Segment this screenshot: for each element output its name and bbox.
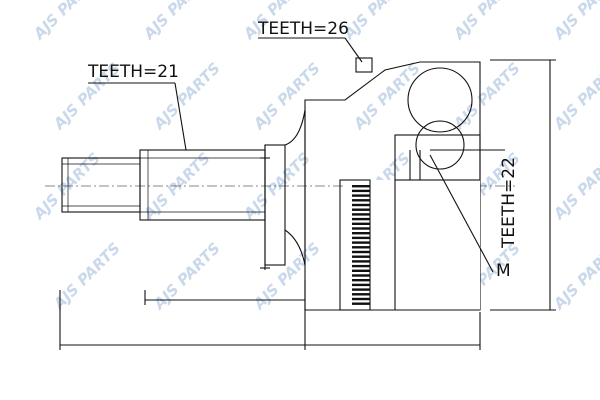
label-teeth-shaft: TEETH=21 [87, 62, 187, 151]
watermark-layer: AJS PARTS AJS PARTS AJS PARTS AJS PARTS AJS … [29, 0, 600, 314]
watermark-ajs-parts: AJS PARTS [449, 0, 524, 44]
abs-tooth [352, 283, 370, 287]
abs-tooth [352, 264, 370, 268]
abs-tooth [352, 288, 370, 291]
svg-text:M: M [496, 261, 511, 281]
abs-tooth [352, 241, 370, 244]
abs-ring [352, 185, 370, 305]
housing-notch [355, 57, 373, 73]
abs-tooth [352, 232, 370, 235]
watermark-ajs-parts: AJS PARTS [549, 149, 600, 224]
label-m: M [429, 154, 511, 281]
abs-tooth [352, 250, 370, 254]
svg-text:TEETH=21: TEETH=21 [87, 62, 179, 82]
abs-tooth [352, 302, 370, 305]
watermark-ajs-parts: AJS PARTS [349, 59, 424, 134]
watermark-ajs-parts: AJS PARTS [549, 0, 600, 44]
abs-tooth [352, 222, 370, 225]
abs-tooth [352, 189, 370, 193]
abs-tooth [352, 208, 370, 211]
abs-tooth [352, 255, 370, 258]
abs-tooth [352, 227, 370, 230]
abs-tooth [352, 236, 370, 240]
abs-tooth [352, 185, 370, 188]
inner-race [394, 67, 481, 310]
abs-tooth [352, 194, 370, 197]
svg-text:TEETH=22: TEETH=22 [499, 157, 519, 249]
abs-tooth [352, 274, 370, 277]
watermark-ajs-parts: AJS PARTS [449, 59, 524, 134]
abs-tooth [352, 293, 370, 296]
abs-tooth [352, 199, 370, 202]
abs-tooth [352, 213, 370, 216]
watermark-ajs-parts: AJS PARTS [549, 59, 600, 134]
svg-text:TEETH=26: TEETH=26 [257, 19, 349, 39]
watermark-ajs-parts: AJS PARTS [339, 0, 414, 44]
watermark-ajs-parts: AJS PARTS [249, 59, 324, 134]
watermark-ajs-parts: AJS PARTS [149, 239, 224, 314]
abs-tooth [352, 260, 370, 263]
abs-tooth [352, 203, 370, 207]
dimension-lines [59, 59, 556, 350]
abs-tooth [352, 269, 370, 272]
watermark-ajs-parts: AJS PARTS [139, 0, 214, 44]
label-teeth-outer: TEETH=26 [257, 19, 363, 63]
watermark-ajs-parts: AJS PARTS [249, 239, 324, 314]
watermark-ajs-parts: AJS PARTS [29, 0, 104, 44]
watermark-ajs-parts: AJS PARTS [549, 239, 600, 314]
label-teeth-inner: TEETH=22 [430, 149, 519, 249]
outer-housing [304, 61, 481, 311]
watermark-ajs-parts: AJS PARTS [49, 239, 124, 314]
abs-tooth [352, 217, 370, 221]
abs-tooth [352, 297, 370, 301]
abs-tooth [352, 246, 370, 249]
abs-tooth [352, 279, 370, 282]
